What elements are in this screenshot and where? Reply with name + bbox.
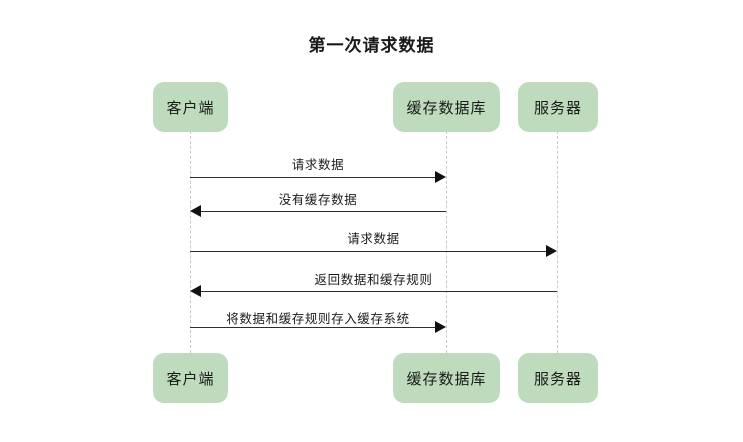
message-line-4 [201,291,557,292]
actor-label-server-top: 服务器 [533,98,582,117]
actor-box-server-bottom[interactable]: 服务器 [518,353,598,403]
message-line-3 [190,251,546,252]
actor-box-cache-bottom[interactable]: 缓存数据库 [393,353,500,403]
message-line-2 [201,211,446,212]
message-arrowhead-5 [435,321,446,333]
actor-box-cache-top[interactable]: 缓存数据库 [393,82,500,132]
actor-label-client-top: 客户端 [166,98,215,117]
actor-box-client-top[interactable]: 客户端 [153,82,228,132]
lifeline-server [557,131,558,353]
message-arrowhead-2 [190,205,201,217]
message-label-3: 请求数据 [347,231,400,246]
message-arrowhead-1 [435,171,446,183]
message-label-2: 没有缓存数据 [278,192,358,207]
actor-box-client-bottom[interactable]: 客户端 [153,353,228,403]
actor-label-cache-top: 缓存数据库 [406,98,487,117]
actor-label-server-bottom: 服务器 [533,369,582,388]
message-arrowhead-4 [190,285,201,297]
message-label-4: 返回数据和缓存规则 [314,272,433,287]
message-arrowhead-3 [546,245,557,257]
message-label-5: 将数据和缓存规则存入缓存系统 [226,311,410,326]
message-line-5 [190,327,435,328]
message-line-1 [190,177,435,178]
page-title: 第一次请求数据 [308,36,435,56]
lifeline-client [190,131,191,353]
actor-label-cache-bottom: 缓存数据库 [406,369,487,388]
lifeline-cache [446,131,447,353]
message-label-1: 请求数据 [291,157,345,172]
actor-box-server-top[interactable]: 服务器 [518,82,598,132]
actor-label-client-bottom: 客户端 [166,369,215,388]
